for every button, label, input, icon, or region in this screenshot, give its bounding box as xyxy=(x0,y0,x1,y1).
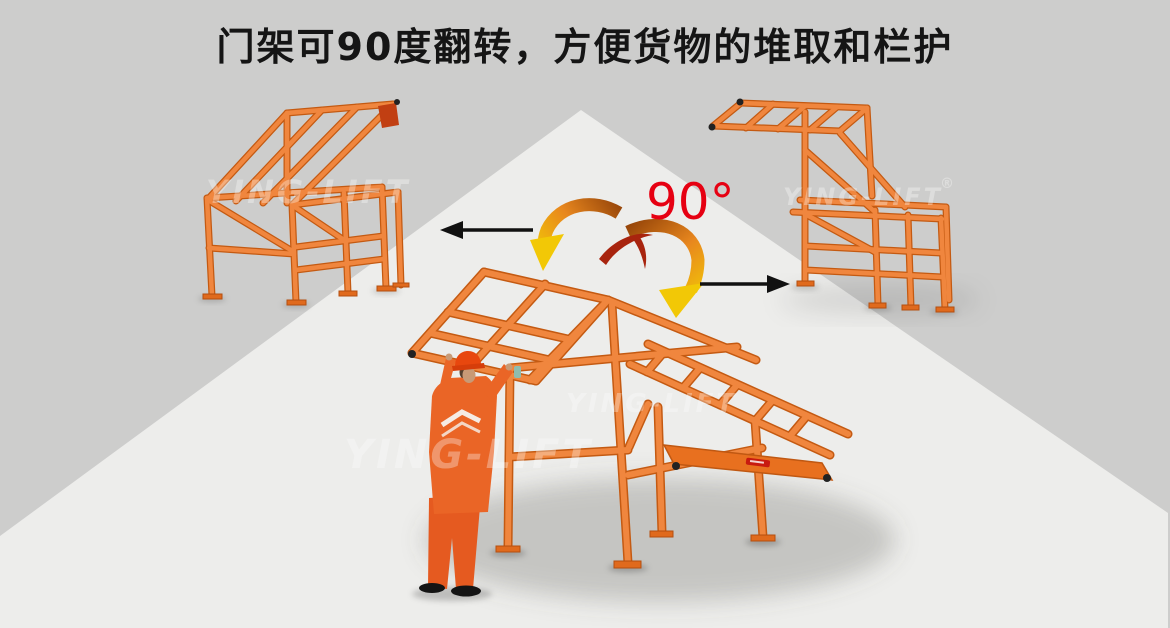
beam-end-cap xyxy=(823,474,831,482)
beam-end-cap xyxy=(672,462,680,470)
brand-watermarks: YING-LIFT YING-LIFT ® YING-LIFT YING-LIF… xyxy=(206,173,957,478)
floor-diamond xyxy=(0,110,1168,628)
worker-pants xyxy=(428,495,481,589)
watermark-text: YING-LIFT xyxy=(344,432,593,478)
worker-shoe xyxy=(451,585,481,597)
reflective-stripe xyxy=(441,421,481,438)
worker-figure xyxy=(419,351,513,597)
center-frame-figure xyxy=(408,272,848,569)
page-title: 门架可90度翻转，方便货物的堆取和栏护 xyxy=(216,25,954,69)
worker-jacket xyxy=(429,376,497,514)
worker-face xyxy=(462,367,476,383)
beam-end-cap xyxy=(408,350,416,358)
watermark-text: YING-LIFT xyxy=(783,183,943,211)
base-plates xyxy=(495,530,776,569)
direction-arrows xyxy=(440,221,790,293)
worker-shoe xyxy=(419,583,445,593)
beam-end-cap xyxy=(708,123,716,131)
deck-brand-mark xyxy=(745,457,771,468)
arrow-left-head xyxy=(440,221,463,239)
worker-arm-extended xyxy=(484,364,513,402)
left-frame-figure xyxy=(202,99,410,306)
base-plates xyxy=(202,282,410,306)
worker-arm-raised xyxy=(438,358,456,396)
hard-hat xyxy=(455,351,481,366)
fork-pocket xyxy=(378,103,399,128)
clamp-fitting xyxy=(514,366,521,378)
rotation-arrows xyxy=(530,198,705,318)
worker-hand xyxy=(505,363,513,371)
watermark-text: YING-LIFT xyxy=(566,389,737,419)
registered-mark: ® xyxy=(940,176,957,192)
rotation-swoosh xyxy=(599,233,653,265)
base-plates xyxy=(796,280,955,313)
arrow-right-head xyxy=(767,275,790,293)
rotation-swoosh xyxy=(632,235,647,269)
right-frame-figure xyxy=(708,98,955,313)
worker-hand xyxy=(445,353,453,361)
watermark-text: YING-LIFT xyxy=(206,173,410,211)
reflective-stripe xyxy=(440,409,482,428)
curved-arrow-left-head xyxy=(530,234,564,271)
beam-end-cap xyxy=(394,99,400,105)
curved-rotation-arrow-right xyxy=(625,218,705,293)
curved-arrow-right-head xyxy=(659,283,704,318)
hard-hat-brim xyxy=(452,363,485,371)
beam-end-cap xyxy=(736,98,744,106)
angle-label: 90° xyxy=(646,173,735,231)
